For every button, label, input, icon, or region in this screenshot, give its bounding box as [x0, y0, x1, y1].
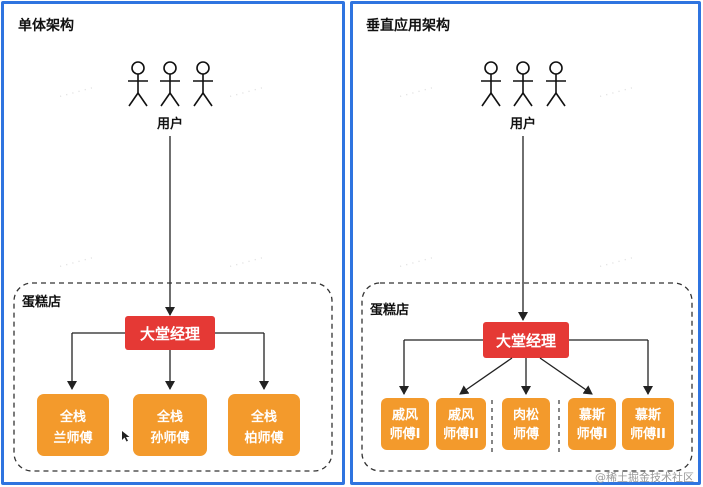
staff-line2: 柏师傅	[244, 430, 283, 446]
svg-text:· · · · · ·: · · · · · ·	[58, 253, 95, 273]
staff-line1: 慕斯	[634, 407, 661, 423]
staff-line1: 戚风	[448, 407, 474, 423]
staff-line2: 师傅I	[390, 426, 421, 442]
manager-label-right: 大堂经理	[496, 332, 556, 350]
user-icon	[546, 61, 566, 107]
watermarks: · · · · · · · · · · · · · · · · · · · · …	[58, 83, 635, 273]
staff-line1: 全栈	[250, 409, 277, 425]
manager-to-staff-connectors-right	[399, 339, 653, 395]
staff-box-right-1: 戚风 师傅I	[381, 398, 429, 450]
user-icon	[128, 61, 148, 107]
staff-box-right-4: 慕斯 师傅I	[568, 398, 616, 450]
svg-text:· · · · · ·: · · · · · ·	[398, 83, 435, 103]
user-icon	[481, 61, 501, 107]
cake-shop-label-right: 蛋糕店	[370, 302, 409, 318]
staff-box-right-5: 慕斯 师傅II	[622, 398, 674, 450]
staff-box-left-3: 全栈 柏师傅	[228, 394, 300, 456]
user-icon	[193, 61, 213, 107]
manager-to-staff-connectors-left	[67, 332, 269, 390]
footer-credit: @稀土掘金技术社区	[595, 470, 694, 484]
cake-shop-label-left: 蛋糕店	[22, 294, 61, 310]
group-separators	[491, 400, 560, 452]
manager-box-right	[483, 322, 569, 358]
staff-line2: 师傅	[513, 426, 539, 442]
manager-label-left: 大堂经理	[140, 325, 200, 343]
mouse-cursor-icon	[122, 431, 130, 442]
manager-box-left	[125, 316, 215, 350]
staff-line2: 师傅I	[577, 426, 608, 442]
user-label-right: 用户	[509, 116, 536, 132]
staff-line1: 戚风	[392, 407, 418, 423]
svg-text:· · · · · ·: · · · · · ·	[598, 253, 635, 273]
user-icon	[513, 61, 533, 107]
svg-text:· · · · · ·: · · · · · ·	[228, 253, 265, 273]
left-panel-title: 单体架构	[18, 17, 74, 34]
staff-line2: 孙师傅	[150, 430, 189, 446]
svg-text:· · · · · ·: · · · · · ·	[398, 253, 435, 273]
svg-text:· · · · · ·: · · · · · ·	[598, 83, 635, 103]
svg-text:· · · · · ·: · · · · · ·	[228, 83, 265, 103]
staff-box-right-2: 戚风 师傅II	[436, 398, 486, 450]
user-icon-group-right	[481, 61, 566, 107]
staff-box-left-1: 全栈 兰师傅	[37, 394, 109, 456]
staff-line1: 肉松	[513, 407, 539, 423]
user-icon	[160, 61, 180, 107]
staff-line1: 全栈	[156, 409, 183, 425]
staff-line1: 慕斯	[578, 407, 605, 423]
cake-shop-container-right	[361, 282, 693, 472]
staff-box-left-2: 全栈 孙师傅	[133, 394, 207, 456]
staff-line2: 师傅II	[630, 426, 666, 442]
staff-box-right-3: 肉松 师傅	[502, 398, 550, 450]
user-icon-group-left	[128, 61, 213, 107]
user-label-left: 用户	[156, 116, 183, 132]
right-panel-title: 垂直应用架构	[366, 17, 450, 34]
svg-text:· · · · · ·: · · · · · ·	[58, 83, 95, 103]
staff-line1: 全栈	[59, 409, 86, 425]
staff-line2: 师傅II	[443, 426, 479, 442]
staff-line2: 兰师傅	[53, 430, 92, 446]
cake-shop-container-left	[13, 282, 333, 472]
